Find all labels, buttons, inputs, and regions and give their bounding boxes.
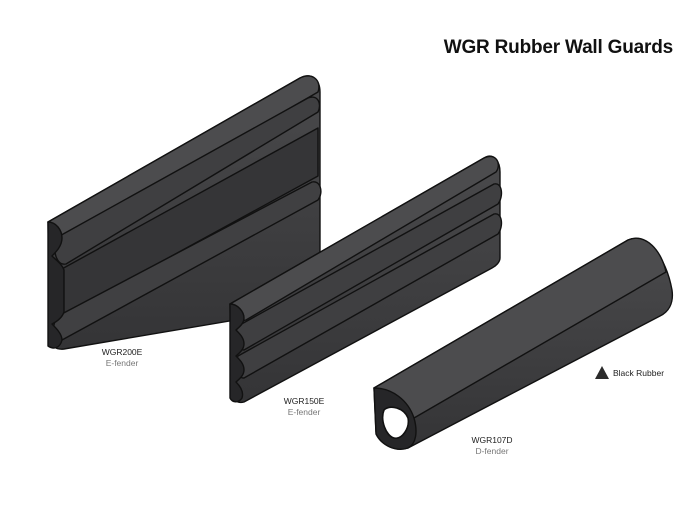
wgr107d-code: WGR107D — [471, 435, 513, 445]
wgr107d-type: D-fender — [475, 446, 509, 456]
triangle-icon — [595, 366, 609, 379]
wgr150e-code: WGR150E — [283, 396, 325, 406]
wgr107d-caption: WGR107D D-fender — [447, 435, 537, 457]
wgr200e-caption: WGR200E E-fender — [77, 347, 167, 369]
wgr150e-type: E-fender — [287, 407, 321, 417]
legend-label: Black Rubber — [613, 367, 665, 378]
wgr150e-caption: WGR150E E-fender — [259, 396, 349, 418]
wgr107d-profile — [373, 237, 674, 450]
wgr150e-profile — [229, 155, 503, 404]
wgr200e-type: E-fender — [105, 358, 139, 368]
page-title: WGR Rubber Wall Guards — [443, 37, 673, 58]
wgr200e-code: WGR200E — [101, 347, 143, 357]
material-legend: Black Rubber — [595, 366, 664, 379]
wgr200e-profile — [47, 75, 322, 350]
